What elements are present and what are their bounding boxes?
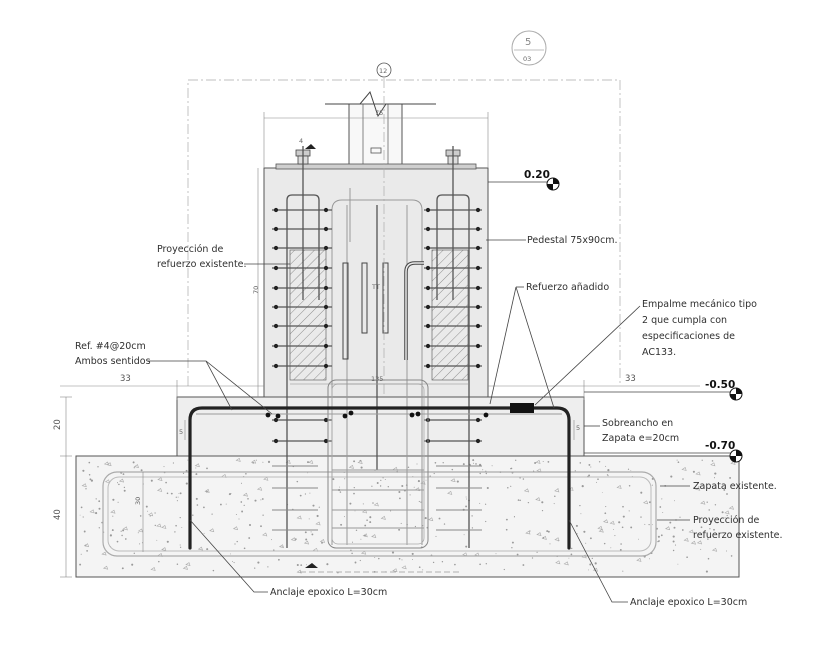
added-vertical-bars bbox=[342, 261, 424, 360]
rebar-section-dots bbox=[265, 410, 489, 419]
column-break-line bbox=[325, 90, 436, 118]
svg-text:-0.70: -0.70 bbox=[705, 440, 735, 452]
label-projection-footing-1: Proyección de bbox=[693, 515, 760, 526]
label-pedestal: Pedestal 75x90cm. bbox=[527, 235, 618, 246]
svg-text:70: 70 bbox=[252, 286, 260, 294]
svg-text:30: 30 bbox=[134, 497, 142, 505]
svg-text:12: 12 bbox=[379, 67, 387, 75]
grid-bubble-section: 5 03 bbox=[511, 30, 547, 66]
label-widening-1: Sobreancho en bbox=[602, 418, 673, 429]
added-rebar-main bbox=[188, 406, 571, 550]
leader-lines bbox=[148, 239, 690, 603]
svg-text:0.20: 0.20 bbox=[524, 169, 550, 181]
label-existing-footing: Zapata existente. bbox=[693, 481, 777, 492]
dimension-vertical-left: 20 40 30 bbox=[53, 396, 144, 578]
dimension-widening: 33 33 bbox=[60, 374, 700, 400]
label-added-rebar: Refuerzo añadido bbox=[526, 282, 609, 293]
label-anchor-right: Anclaje epoxico L=30cm bbox=[630, 597, 747, 608]
svg-text:4: 4 bbox=[299, 137, 303, 145]
level-marker-minus-0.50: -0.50 bbox=[584, 379, 743, 401]
svg-text:33: 33 bbox=[625, 374, 636, 384]
svg-text:5: 5 bbox=[525, 37, 531, 48]
annotations: Pedestal 75x90cm. Proyección de refuerzo… bbox=[75, 235, 783, 608]
svg-text:75: 75 bbox=[375, 109, 383, 117]
svg-text:33: 33 bbox=[120, 374, 131, 384]
hatch-block-left bbox=[289, 249, 327, 381]
concrete-speckle bbox=[79, 457, 736, 574]
base-plate bbox=[275, 163, 477, 170]
level-marker-minus-0.70: -0.70 bbox=[584, 440, 743, 463]
dimension-inner-width: 135 bbox=[290, 375, 468, 385]
existing-footing-rebar-inner bbox=[107, 476, 652, 552]
grid-bubble-small: 12 bbox=[376, 62, 392, 78]
hatch-block-right bbox=[431, 249, 469, 381]
anchor-bolt-left bbox=[295, 146, 311, 300]
label-anchor-left: Anclaje epoxico L=30cm bbox=[270, 587, 387, 598]
dimension-column-width: 75 4 bbox=[263, 109, 489, 168]
svg-text:03: 03 bbox=[523, 55, 531, 63]
label-widening-2: Zapata e=20cm bbox=[602, 433, 679, 444]
steel-column bbox=[348, 103, 403, 169]
dimension-pedestal-height: 70 bbox=[252, 168, 260, 397]
svg-text:135: 135 bbox=[371, 375, 383, 383]
label-ref-1: Ref. #4@20cm bbox=[75, 341, 146, 352]
label-splice-4: AC133. bbox=[642, 347, 676, 358]
svg-text:20: 20 bbox=[53, 419, 63, 430]
pedestal-vertical-bars bbox=[286, 188, 470, 548]
grid-outline bbox=[187, 79, 621, 386]
svg-text:40: 40 bbox=[53, 509, 63, 520]
label-splice-2: 2 que cumpla con bbox=[642, 315, 727, 326]
svg-text:5: 5 bbox=[576, 424, 580, 432]
column-tag: TT bbox=[371, 283, 380, 291]
label-projection-2: refuerzo existente. bbox=[157, 259, 247, 270]
label-splice-3: especificaciones de bbox=[642, 331, 735, 342]
label-projection-footing-2: refuerzo existente. bbox=[693, 530, 783, 541]
svg-text:-0.50: -0.50 bbox=[705, 379, 735, 391]
existing-footing-rebar-outer bbox=[102, 471, 657, 557]
dimension-covers: 5 5 bbox=[179, 420, 580, 440]
svg-text:5: 5 bbox=[179, 428, 183, 436]
anchor-bolt-right bbox=[445, 146, 461, 300]
label-ref-2: Ambos sentidos bbox=[75, 356, 151, 367]
label-splice-1: Empalme mecánico tipo bbox=[642, 299, 757, 310]
level-marker-0.20: 0.20 bbox=[488, 169, 560, 191]
mechanical-splice bbox=[510, 403, 534, 413]
pedestal-ties bbox=[272, 207, 482, 531]
label-projection-1: Proyección de bbox=[157, 244, 224, 255]
